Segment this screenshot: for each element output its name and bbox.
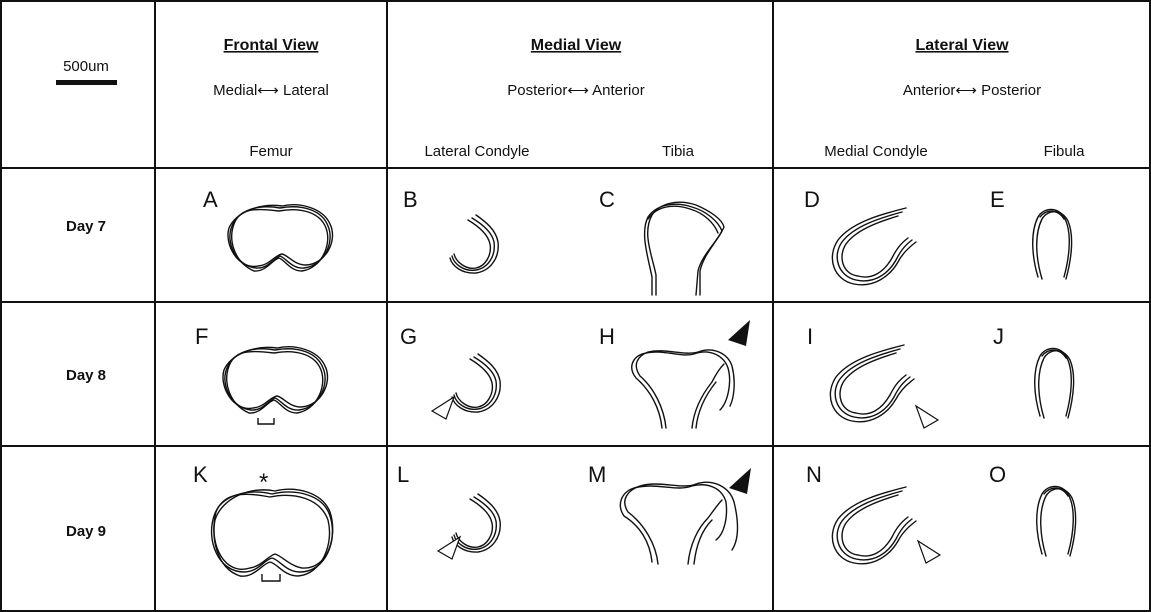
panel-letter-e: E <box>990 187 1005 212</box>
tibia-outline-m <box>620 482 737 564</box>
fibula-outline-o <box>1037 487 1076 557</box>
tibia-outline-c <box>645 202 724 295</box>
column-label-fibula: Fibula <box>1044 143 1086 160</box>
column-label-femur: Femur <box>249 143 292 160</box>
open-arrowhead-n <box>918 541 940 563</box>
medial-condyle-outline-d <box>832 208 916 285</box>
solid-arrowhead-m <box>729 468 751 494</box>
column-label-medial-condyle: Medial Condyle <box>824 143 927 160</box>
femur-outline-f <box>223 347 328 413</box>
lateral-condyle-outline-l <box>452 494 500 552</box>
axis-label: Anterior⟷ Posterior <box>903 82 1041 99</box>
view-header-medial: Medial View Posterior⟷ Anterior Lateral … <box>424 37 694 160</box>
femur-outline-a <box>228 205 333 271</box>
scale-bar-line <box>56 80 117 85</box>
view-title: Medial View <box>531 37 622 54</box>
notch-bracket-k <box>262 574 280 581</box>
view-title: Frontal View <box>224 37 319 54</box>
lateral-condyle-outline-g <box>452 354 500 412</box>
open-arrowhead-i <box>916 406 938 428</box>
column-label-tibia: Tibia <box>662 143 695 160</box>
panel-letter-b: B <box>403 187 418 212</box>
row-label-day7: Day 7 <box>66 218 106 235</box>
medial-condyle-outline-i <box>830 345 914 422</box>
notch-bracket-f <box>258 418 274 424</box>
view-header-frontal: Frontal View Medial⟷ Lateral Femur <box>213 37 329 160</box>
panel-letter-m: M <box>588 462 606 487</box>
row-label-day9: Day 9 <box>66 523 106 540</box>
panel-letter-h: H <box>599 324 615 349</box>
view-title: Lateral View <box>915 37 1009 54</box>
fibula-outline-e <box>1033 210 1072 280</box>
panel-letter-a: A <box>203 187 218 212</box>
solid-arrowhead-h <box>728 320 750 346</box>
view-header-lateral: Lateral View Anterior⟷ Posterior Medial … <box>824 37 1085 160</box>
scale-bar: 500um <box>56 58 117 85</box>
panel-letter-f: F <box>195 324 208 349</box>
panel-letter-d: D <box>804 187 820 212</box>
panel-letter-o: O <box>989 462 1006 487</box>
panel-letter-k: K <box>193 462 208 487</box>
panel-letter-i: I <box>807 324 813 349</box>
panel-letter-l: L <box>397 462 409 487</box>
lateral-condyle-outline-b <box>450 215 498 273</box>
panel-letter-g: G <box>400 324 417 349</box>
column-label-lateral-condyle: Lateral Condyle <box>424 143 529 160</box>
axis-label: Medial⟷ Lateral <box>213 82 329 99</box>
panel-letter-j: J <box>993 324 1004 349</box>
row-label-day8: Day 8 <box>66 367 106 384</box>
open-arrowhead-l <box>438 537 460 559</box>
femur-outline-k <box>212 489 333 576</box>
open-arrowhead-g <box>432 397 454 419</box>
panel-letter-c: C <box>599 187 615 212</box>
fibula-outline-j <box>1035 349 1074 419</box>
medial-condyle-outline-n <box>832 487 916 564</box>
axis-label: Posterior⟷ Anterior <box>507 82 644 99</box>
tibia-outline-h <box>632 350 734 428</box>
scale-bar-label: 500um <box>63 58 109 75</box>
panel-letter-n: N <box>806 462 822 487</box>
